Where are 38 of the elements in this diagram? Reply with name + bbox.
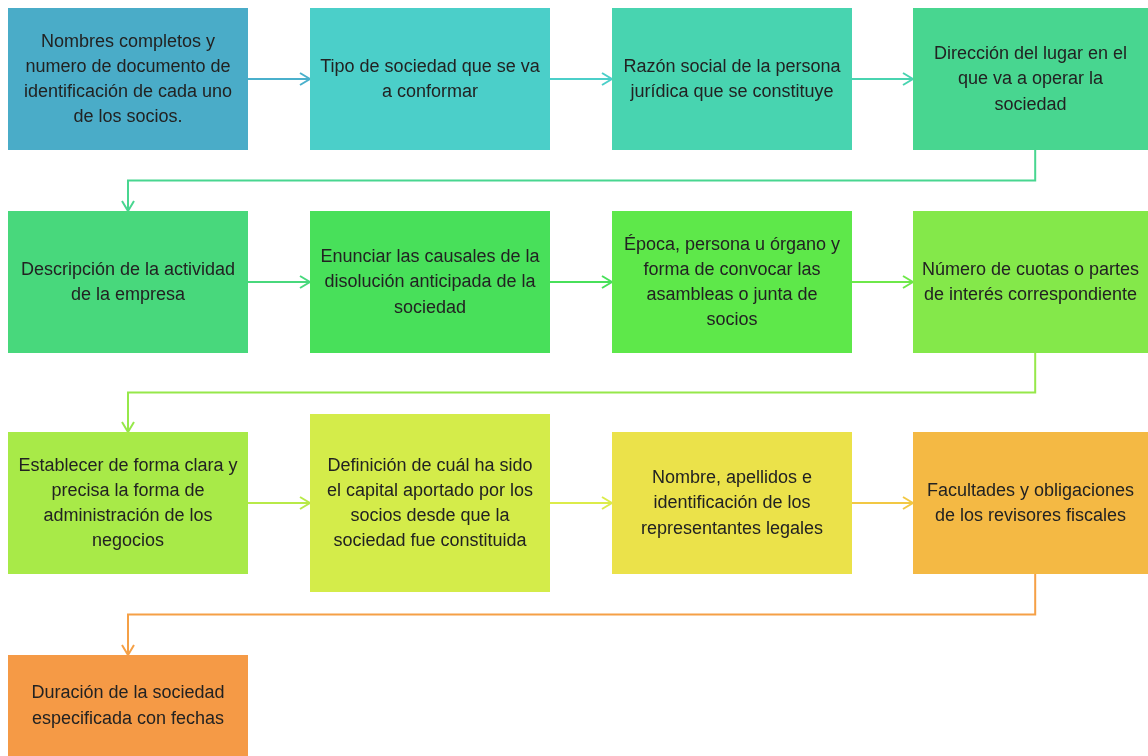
process-box [612, 432, 852, 574]
arrow [549, 72, 613, 86]
process-box [612, 211, 852, 353]
box-text: Definición de cuál ha sido el capital aportado por los socios desde que la sociedad fue constituida [325, 453, 535, 553]
arrow [121, 352, 1037, 433]
box-text: Enunciar las causales de la disolución anticipada de la sociedad [319, 245, 541, 319]
process-box [310, 211, 550, 353]
box-text: Descripción de la actividad de la empresa [19, 257, 237, 306]
process-box [8, 655, 248, 756]
process-box [913, 432, 1148, 574]
arrow [851, 72, 914, 86]
box-text: Tipo de sociedad que se va a conformar [319, 54, 541, 103]
arrow [549, 496, 613, 510]
process-box [8, 432, 248, 574]
arrow [247, 496, 311, 510]
process-box [913, 8, 1148, 150]
box-text: Época, persona u órgano y forma de convocar las asambleas o junta de socios [622, 232, 842, 332]
arrow [549, 275, 613, 289]
process-box [612, 8, 852, 150]
arrow [121, 149, 1037, 212]
box-text: Dirección del lugar en el que va a operar la sociedad [932, 42, 1129, 116]
box-text: Duración de la sociedad especificada con fechas [30, 681, 226, 730]
process-box [8, 211, 248, 353]
arrow [121, 573, 1037, 656]
arrow [851, 275, 914, 289]
process-box [913, 211, 1148, 353]
box-text: Facultades y obligaciones de los revisores fiscales [925, 478, 1136, 527]
process-box [310, 8, 550, 150]
box-text: Establecer de forma clara y precisa la forma de administración de los negocios [17, 453, 239, 553]
arrow [247, 72, 311, 86]
box-text: Nombres completos y numero de documento de identificación de cada uno de los socios. [22, 29, 234, 129]
process-box [310, 414, 550, 592]
process-box [8, 8, 248, 150]
box-text: Razón social de la persona jurídica que se constituye [622, 54, 842, 103]
box-text: Número de cuotas o partes de interés correspondiente [921, 257, 1140, 306]
box-text: Nombre, apellidos e identificación de los representantes legales [639, 466, 825, 540]
arrow [851, 496, 914, 510]
arrow [247, 275, 311, 289]
